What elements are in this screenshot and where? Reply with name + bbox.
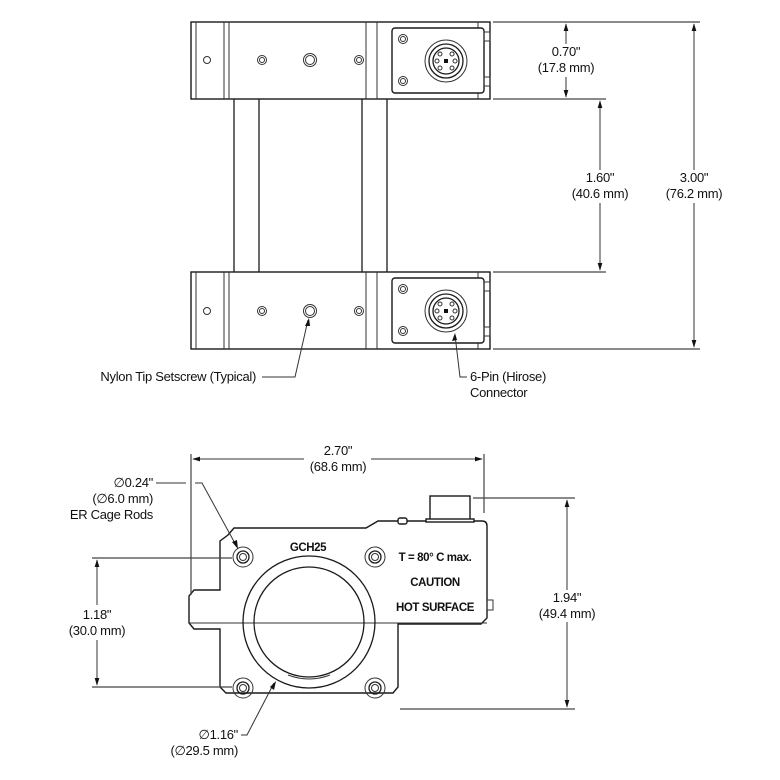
callout-setscrew: Nylon Tip Setscrew (Typical) — [100, 318, 310, 384]
bore — [242, 555, 376, 689]
temperature-warning: T = 80° C max. — [399, 552, 472, 564]
callout-rods-line1: ∅0.24" — [114, 475, 154, 490]
cage-rod-hole — [232, 677, 254, 699]
callout-bore-metric: (∅29.5 mm) — [170, 743, 238, 758]
housing-outline — [188, 520, 488, 694]
dimension-width: 2.70" (68.6 mm) — [190, 443, 485, 595]
top-connector-icon — [397, 495, 475, 525]
product-marking: GCH25 — [290, 542, 327, 554]
hirose-connector-icon — [424, 289, 468, 333]
callout-connector-line2: Connector — [470, 385, 528, 400]
callout-setscrew-label: Nylon Tip Setscrew (Typical) — [100, 369, 256, 384]
dimension-height: 1.94" (49.4 mm) — [400, 497, 596, 710]
dimension-overall: 3.00" (76.2 mm) — [666, 23, 723, 348]
dim-label-metric: (40.6 mm) — [572, 186, 629, 201]
cage-rod-hole — [364, 677, 386, 699]
cage-rod-hole — [364, 546, 386, 568]
dimension-rod-spacing: 1.18" (30.0 mm) — [69, 557, 232, 688]
callout-connector: 6-Pin (Hirose) Connector — [452, 333, 546, 400]
dimension-block-height: 0.70" (17.8 mm) — [538, 23, 595, 98]
top-view: 0.70" (17.8 mm) 1.60" (40.6 mm) 3.00" (7… — [100, 21, 723, 400]
dim-label-metric: (76.2 mm) — [666, 186, 723, 201]
dim-label-imperial: 1.18" — [83, 607, 112, 622]
hirose-connector-icon — [424, 39, 468, 83]
dimension-gap: 1.60" (40.6 mm) — [572, 100, 629, 271]
callout-connector-line1: 6-Pin (Hirose) — [470, 369, 546, 384]
dim-label-metric: (30.0 mm) — [69, 623, 126, 638]
dim-label-imperial: 3.00" — [680, 170, 709, 185]
callout-bore: ∅1.16" (∅29.5 mm) — [170, 681, 276, 758]
screw-icon — [354, 55, 364, 65]
cage-rods — [233, 99, 388, 272]
setscrew-icon — [303, 53, 317, 67]
dim-label-metric: (17.8 mm) — [538, 60, 595, 75]
hole-icon — [203, 56, 211, 64]
dim-label-imperial: 1.94" — [553, 590, 582, 605]
screw-icon — [257, 55, 267, 65]
lower-block — [190, 271, 491, 350]
setscrew-icon — [303, 304, 317, 318]
dim-label-imperial: 2.70" — [324, 443, 353, 458]
hot-surface-label: HOT SURFACE — [396, 602, 475, 614]
dim-label-metric: (68.6 mm) — [310, 459, 367, 474]
callout-bore-imperial: ∅1.16" — [199, 727, 239, 742]
caution-label: CAUTION — [410, 577, 460, 589]
callout-rods-line3: ER Cage Rods — [70, 507, 154, 522]
front-view: GCH25 T = 80° C max. CAUTION HOT SURFACE… — [69, 443, 596, 758]
dim-label-imperial: 0.70" — [552, 44, 581, 59]
callout-rods-line2: (∅6.0 mm) — [92, 491, 153, 506]
callout-cage-rods: ∅0.24" (∅6.0 mm) ER Cage Rods — [70, 475, 238, 549]
dim-label-imperial: 1.60" — [586, 170, 615, 185]
cage-rod-hole — [232, 546, 254, 568]
dim-label-metric: (49.4 mm) — [539, 606, 596, 621]
upper-block — [190, 21, 491, 100]
